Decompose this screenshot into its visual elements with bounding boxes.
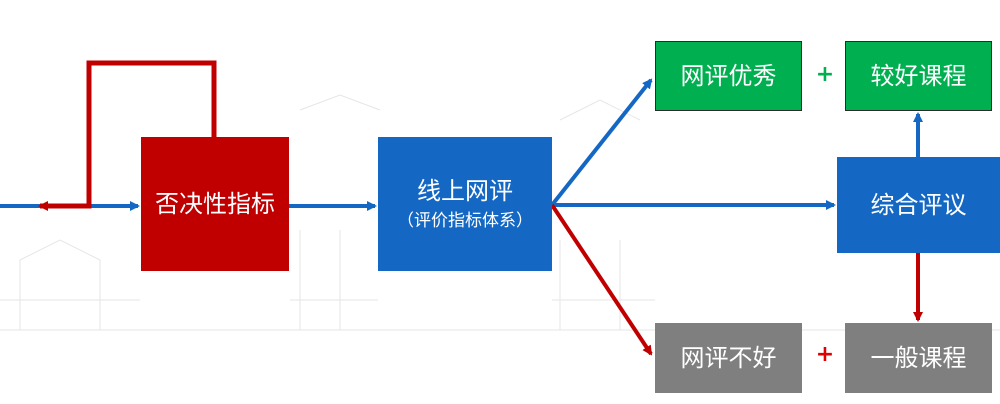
plus-operator-top: + xyxy=(815,62,835,87)
node-ordinary-label: 一般课程 xyxy=(870,344,967,372)
node-online-review: 线上网评 （评价指标体系） xyxy=(378,137,552,271)
node-excellent-label: 网评优秀 xyxy=(680,62,777,90)
node-good-course: 较好课程 xyxy=(845,41,992,111)
node-veto-indicator: 否决性指标 xyxy=(141,137,289,271)
node-review-excellent: 网评优秀 xyxy=(655,41,802,111)
node-online-label: 线上网评 xyxy=(417,177,513,205)
node-review-label: 综合评议 xyxy=(870,191,967,219)
node-online-sublabel: （评价指标体系） xyxy=(397,211,533,231)
node-review-poor: 网评不好 xyxy=(655,323,802,393)
edge-online-to-poor xyxy=(550,203,653,356)
node-veto-label: 否决性指标 xyxy=(155,190,275,218)
edge-veto-feedback-loop xyxy=(38,60,217,211)
node-ordinary-course: 一般课程 xyxy=(845,323,992,393)
node-poor-label: 网评不好 xyxy=(680,344,777,372)
edge-online-to-excellent xyxy=(550,78,653,207)
node-comprehensive-review: 综合评议 xyxy=(837,157,1000,253)
node-good-label: 较好课程 xyxy=(870,62,967,90)
building-watermark xyxy=(0,94,1000,331)
plus-operator-bottom: + xyxy=(815,342,835,367)
